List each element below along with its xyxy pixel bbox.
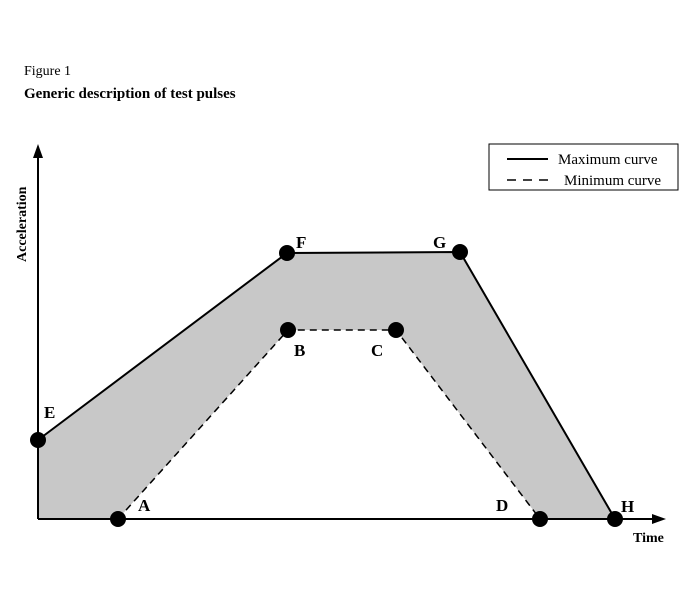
y-axis-label: Acceleration xyxy=(15,186,30,262)
point-c xyxy=(388,322,404,338)
label-d: D xyxy=(496,496,508,515)
legend-maximum-label: Maximum curve xyxy=(558,152,658,168)
label-a: A xyxy=(138,496,151,515)
maximum-curve xyxy=(37,250,616,520)
label-b: B xyxy=(294,341,305,360)
point-b xyxy=(280,322,296,338)
figure-label: Figure 1 xyxy=(24,64,72,79)
figure-title: Generic description of test pulses xyxy=(24,86,236,102)
label-g: G xyxy=(433,233,446,252)
label-c: C xyxy=(371,341,383,360)
y-axis-arrow xyxy=(33,144,43,158)
legend-minimum-label: Minimum curve xyxy=(564,173,661,189)
point-g xyxy=(452,244,468,260)
label-f: F xyxy=(296,233,306,252)
point-h xyxy=(607,511,623,527)
minimum-curve xyxy=(117,329,541,520)
point-a xyxy=(110,511,126,527)
point-d xyxy=(532,511,548,527)
label-e: E xyxy=(44,403,55,422)
point-e xyxy=(30,432,46,448)
point-f xyxy=(279,245,295,261)
legend: Maximum curve Minimum curve xyxy=(488,143,679,191)
x-axis-arrow xyxy=(652,514,666,524)
x-axis-label: Time xyxy=(633,531,664,546)
label-h: H xyxy=(621,497,634,516)
corridor-band xyxy=(38,252,615,519)
